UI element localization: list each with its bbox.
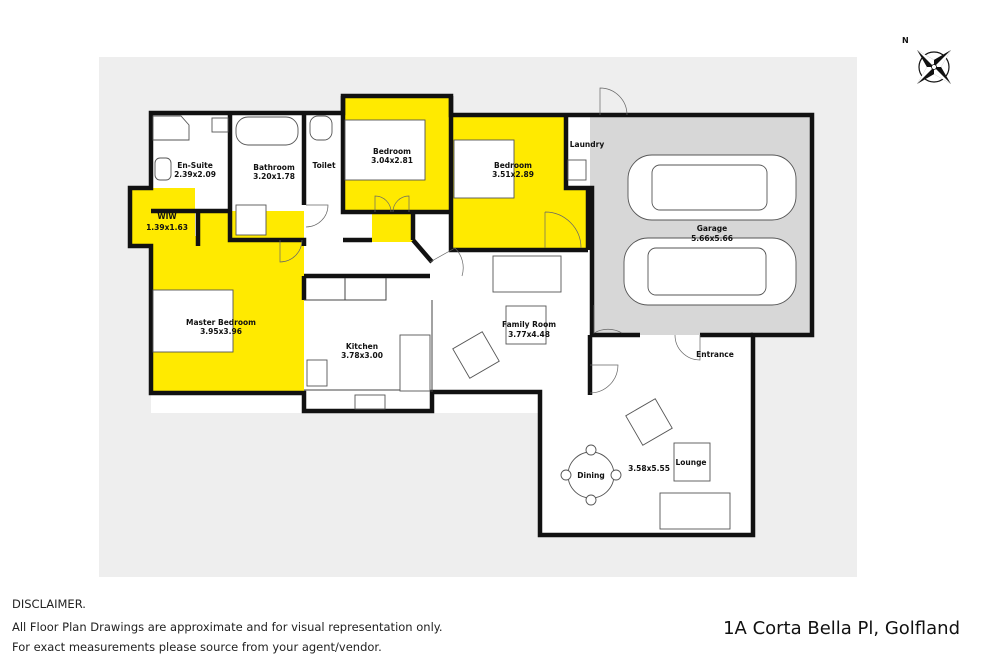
bathroom-shower [235,204,267,236]
ensuite-toilet [154,157,172,181]
ensuite-vanity [211,117,229,133]
family-armchair [452,331,500,379]
bedroom-3-label: Bedroom [494,161,532,170]
lounge-dims: 3.58x5.55 [628,464,670,473]
garage-dims: 5.66x5.66 [691,234,733,243]
family-room-label: Family Room [502,320,556,329]
cooktop [306,359,328,387]
toilet-fixture [309,115,333,141]
lounge-sofa [659,492,731,530]
disclaimer-line-1: All Floor Plan Drawings are approximate … [12,620,443,634]
lounge-label: Lounge [675,458,706,467]
compass-rose-icon [917,50,951,84]
disclaimer-title: DISCLAIMER. [12,597,86,611]
master-bed [152,289,234,353]
lounge-ottoman [673,442,711,482]
bedroom-3-bed [453,139,515,199]
master-bedroom-label: Master Bedroom [186,318,256,327]
family-room-dims: 3.77x4.48 [508,330,550,339]
wiw-dims: 1.39x1.63 [146,223,188,232]
laundry-label: Laundry [570,140,605,149]
car-bottom-roof [647,247,767,296]
lounge-armchair [625,398,673,446]
bedroom-2-label: Bedroom [373,147,411,156]
bathroom-label: Bathroom [253,163,295,172]
wiw-label: WIW [157,212,177,221]
laundry-tub [567,159,587,181]
bedroom-2-dims: 3.04x2.81 [371,156,413,165]
bath-tub [235,116,299,146]
dining-chair [585,494,597,506]
dining-label: Dining [577,471,604,480]
compass-north-label: N [902,36,909,45]
bedroom-3-dims: 3.51x2.89 [492,170,534,179]
bathroom-dims: 3.20x1.78 [253,172,295,181]
entrance-label: Entrance [696,350,734,359]
toilet-label: Toilet [312,161,336,170]
car-top-roof [651,164,768,211]
bedroom-2-bed [344,119,426,181]
doors [279,87,701,394]
fixtures [152,115,731,530]
dining-chair [585,444,597,456]
walls [127,93,815,538]
kitchen-sink [354,394,386,410]
family-sofa [492,255,562,293]
garage-label: Garage [697,224,727,233]
garage-cars [623,154,797,306]
kitchen-bench [399,334,431,392]
bedroom-3-robe-fill [566,188,588,250]
disclaimer-line-2: For exact measurements please source fro… [12,640,382,654]
dining-chair [560,469,572,481]
ensuite-dims: 2.39x2.09 [174,170,216,179]
shower-fixture [152,115,190,141]
property-address: 1A Corta Bella Pl, Golfland [723,618,960,639]
master-bedroom-dims: 3.95x3.96 [200,327,242,336]
kitchen-dims: 3.78x3.00 [341,351,383,360]
room-labels: En-Suite 2.39x2.09 Bathroom 3.20x1.78 To… [146,140,734,480]
kitchen-label: Kitchen [346,342,378,351]
ensuite-label: En-Suite [177,161,213,170]
dining-chair [610,469,622,481]
bedroom-2-robe-fill [372,212,413,242]
family-ottoman [505,305,547,345]
